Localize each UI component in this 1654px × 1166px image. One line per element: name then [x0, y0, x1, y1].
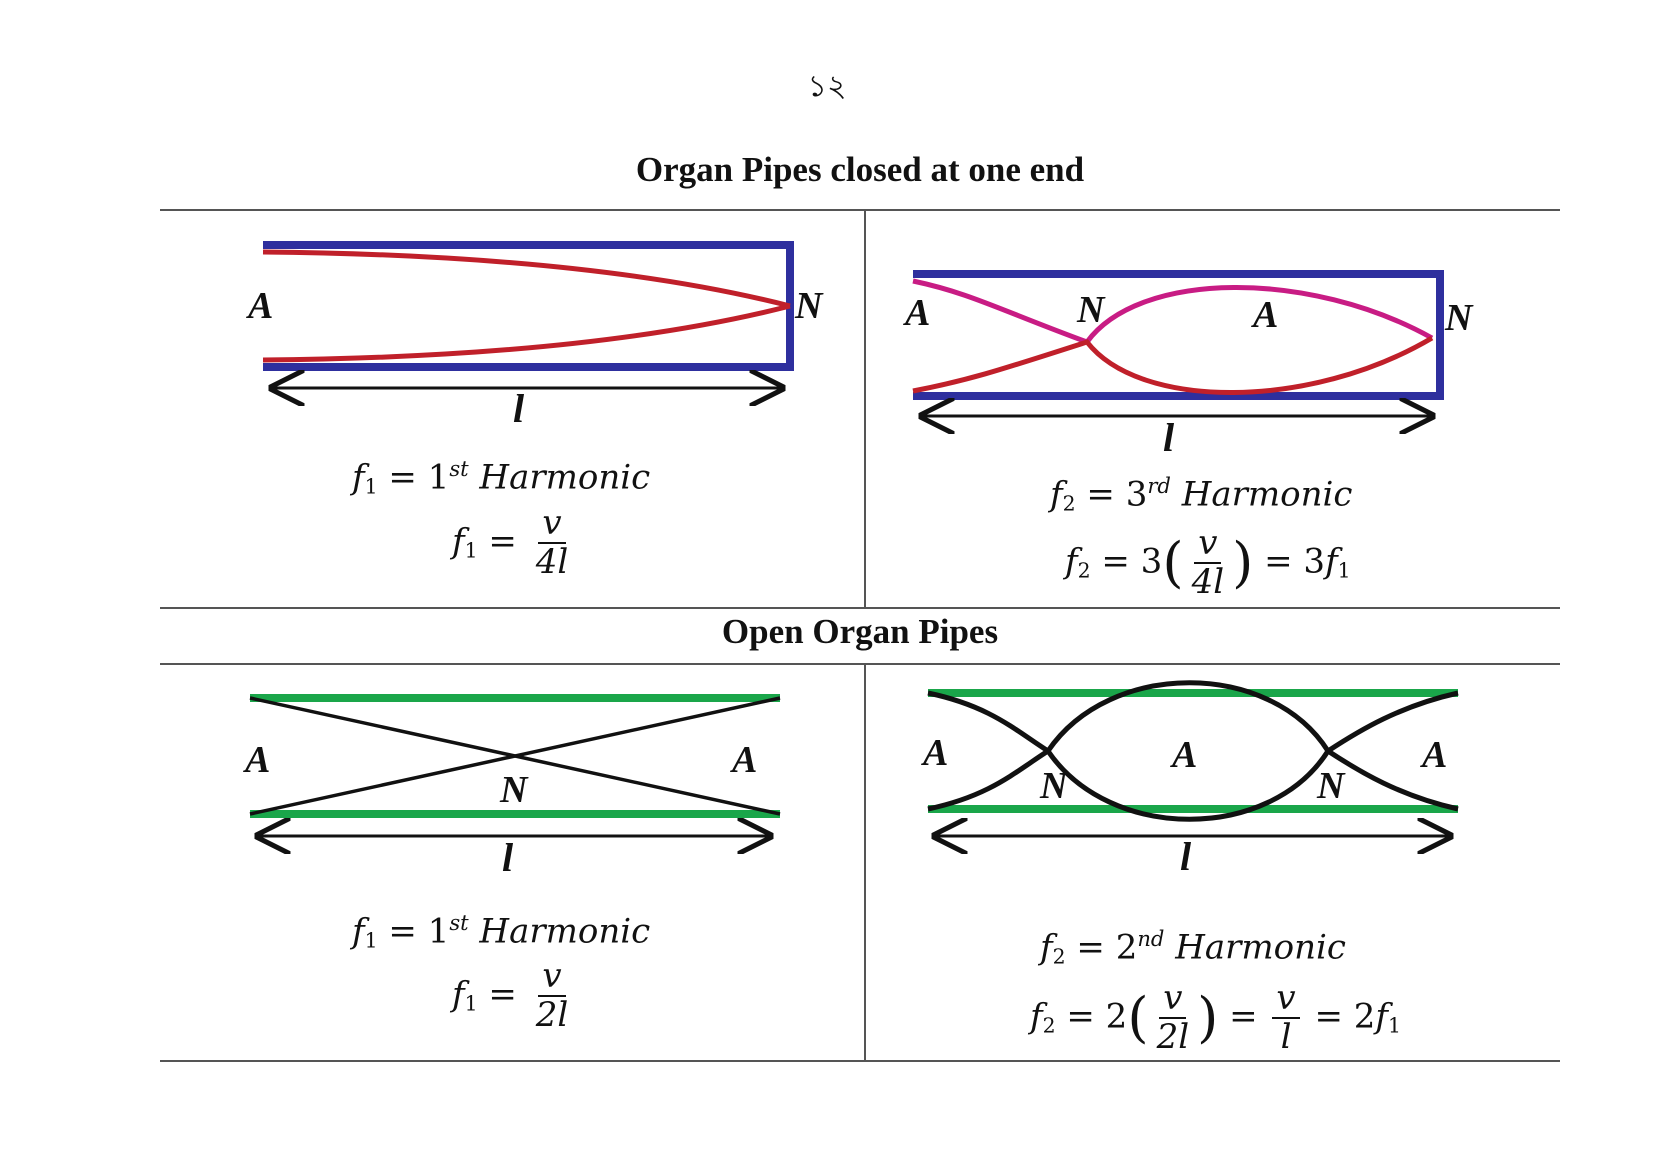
node-label: N — [1076, 289, 1106, 331]
length-label: l — [1180, 834, 1192, 879]
divider-bottom — [160, 1060, 1560, 1062]
equation-closed-third-harmonic: f2 = 3rd Harmonic — [1050, 473, 1353, 516]
wave-lower — [912, 335, 1434, 395]
node-label: N — [794, 285, 824, 327]
antinode-label-middle: A — [1251, 294, 1278, 336]
node-label-right: N — [1316, 765, 1346, 807]
divider-middle — [160, 607, 1560, 609]
length-label: l — [513, 386, 525, 431]
length-label: l — [1163, 415, 1175, 460]
column-divider-closed — [864, 209, 866, 607]
open-pipe-second-harmonic: A N A N A l — [921, 680, 1459, 879]
divider-top — [160, 209, 1560, 211]
open-pipes-title: Open Organ Pipes — [721, 612, 999, 651]
equation-open-second-harmonic: f2 = 2nd Harmonic — [1040, 926, 1346, 969]
antinode-label-right: A — [730, 739, 757, 781]
equation-open-first-harmonic: f1 = 1st Harmonic — [352, 910, 651, 953]
antinode-label-middle: A — [1170, 734, 1197, 776]
wave-ascending — [249, 696, 781, 816]
open-pipe-fundamental: A N A l — [243, 694, 781, 880]
node-label: N — [499, 769, 529, 811]
wave-a — [927, 680, 1459, 755]
divider-open — [160, 663, 1560, 665]
closed-pipe-fundamental: A N l — [246, 241, 824, 431]
wave-upper — [262, 249, 791, 309]
length-label: l — [502, 835, 514, 880]
antinode-label: A — [246, 285, 273, 327]
node-label-left: N — [1039, 765, 1069, 807]
page-number: ১২ — [807, 69, 847, 104]
antinode-label-right: A — [1420, 734, 1447, 776]
closed-pipes-title: Organ Pipes closed at one end — [635, 150, 1085, 189]
node-label-closed-end: N — [1444, 297, 1474, 339]
antinode-label-left: A — [903, 292, 930, 334]
antinode-label-left: A — [243, 739, 270, 781]
closed-pipe-wall — [913, 270, 1444, 400]
antinode-label-left: A — [921, 732, 948, 774]
closed-pipe-third-harmonic: A N A N l — [903, 270, 1474, 460]
column-divider-open — [864, 663, 866, 1060]
wave-lower — [262, 303, 791, 363]
wave-upper — [912, 278, 1434, 345]
equation-closed-first-harmonic: f1 = 1st Harmonic — [352, 456, 651, 499]
